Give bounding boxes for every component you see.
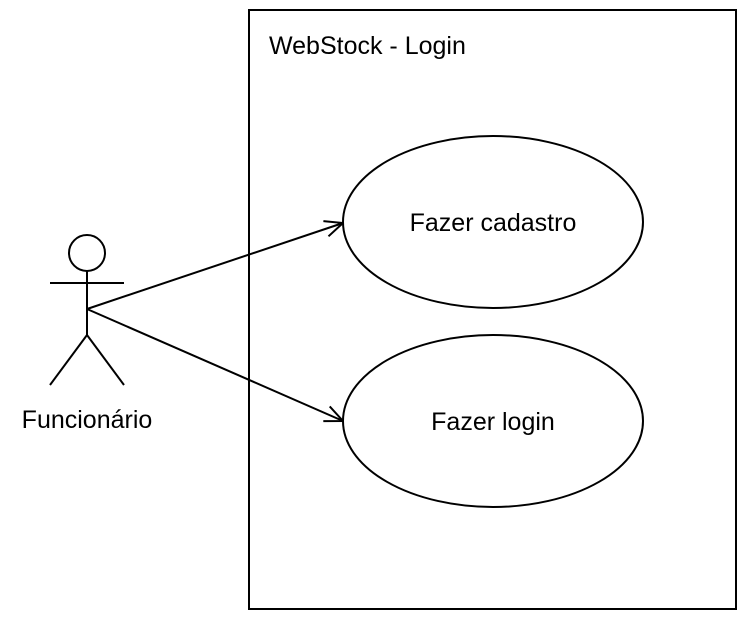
association-login: [86, 308, 343, 421]
association-cadastro: [86, 223, 343, 310]
actor-right-leg: [86, 334, 125, 386]
use-case-label: Fazer login: [431, 408, 555, 436]
actor-left-leg: [49, 334, 88, 386]
actor-funcionario: [49, 234, 125, 386]
use-case-fazer-login: Fazer login: [342, 334, 644, 508]
actor-label: Funcionário: [22, 406, 153, 434]
system-boundary: [248, 9, 737, 610]
actor-head: [68, 234, 106, 272]
use-case-label: Fazer cadastro: [410, 209, 577, 237]
system-title: WebStock - Login: [269, 32, 466, 60]
use-case-fazer-cadastro: Fazer cadastro: [342, 135, 644, 309]
